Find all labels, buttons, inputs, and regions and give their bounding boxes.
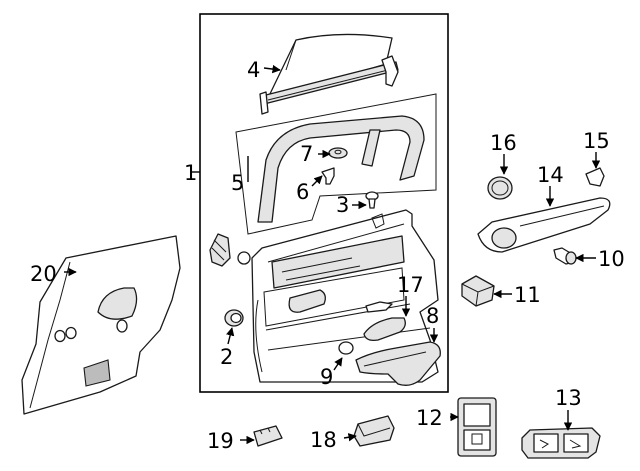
part-clip-7 bbox=[328, 147, 348, 159]
callout-8: 8 bbox=[426, 304, 439, 328]
callout-11: 11 bbox=[514, 283, 541, 307]
callout-13: 13 bbox=[555, 386, 582, 410]
callout-20: 20 bbox=[30, 262, 57, 286]
callout-1: 1 bbox=[184, 161, 197, 185]
leader-lines bbox=[64, 64, 601, 445]
part-switch-12 bbox=[457, 397, 497, 457]
part-switch-panel-13 bbox=[521, 427, 601, 459]
callout-15: 15 bbox=[583, 129, 610, 153]
callout-17: 17 bbox=[397, 273, 424, 297]
callout-19: 19 bbox=[207, 429, 234, 453]
part-handle-bezel bbox=[363, 301, 406, 342]
part-trim-strip bbox=[477, 197, 611, 253]
part-speaker-cover bbox=[487, 176, 513, 200]
assembly-frame bbox=[199, 13, 449, 393]
callout-9: 9 bbox=[320, 365, 333, 389]
part-window-trim bbox=[235, 93, 437, 235]
callout-4: 4 bbox=[247, 58, 260, 82]
part-block-11 bbox=[461, 275, 495, 307]
part-insulator-20 bbox=[21, 235, 181, 415]
part-door-panel bbox=[251, 209, 439, 383]
callout-18: 18 bbox=[310, 428, 337, 452]
callout-labels: 1 2 3 4 5 6 7 8 9 10 11 12 13 14 15 16 1… bbox=[30, 58, 625, 453]
callout-14: 14 bbox=[537, 163, 564, 187]
part-clip-19 bbox=[253, 425, 283, 447]
callout-10: 10 bbox=[598, 247, 625, 271]
part-grommet-2 bbox=[224, 309, 244, 327]
part-sunshade bbox=[259, 33, 399, 115]
part-armrest bbox=[355, 341, 441, 386]
part-screw bbox=[553, 247, 577, 265]
callout-5: 5 bbox=[231, 171, 244, 195]
callout-12: 12 bbox=[416, 406, 443, 430]
part-pin-3 bbox=[365, 191, 379, 209]
part-clip-15 bbox=[585, 167, 605, 187]
callout-7: 7 bbox=[300, 142, 313, 166]
callout-6: 6 bbox=[296, 180, 309, 204]
part-retainer-6 bbox=[321, 167, 335, 185]
part-connector-left bbox=[209, 233, 251, 267]
callout-16: 16 bbox=[490, 131, 517, 155]
callout-2: 2 bbox=[220, 345, 233, 369]
callout-3: 3 bbox=[336, 193, 349, 217]
part-bracket-18 bbox=[353, 415, 395, 447]
part-plug-9 bbox=[338, 341, 354, 355]
